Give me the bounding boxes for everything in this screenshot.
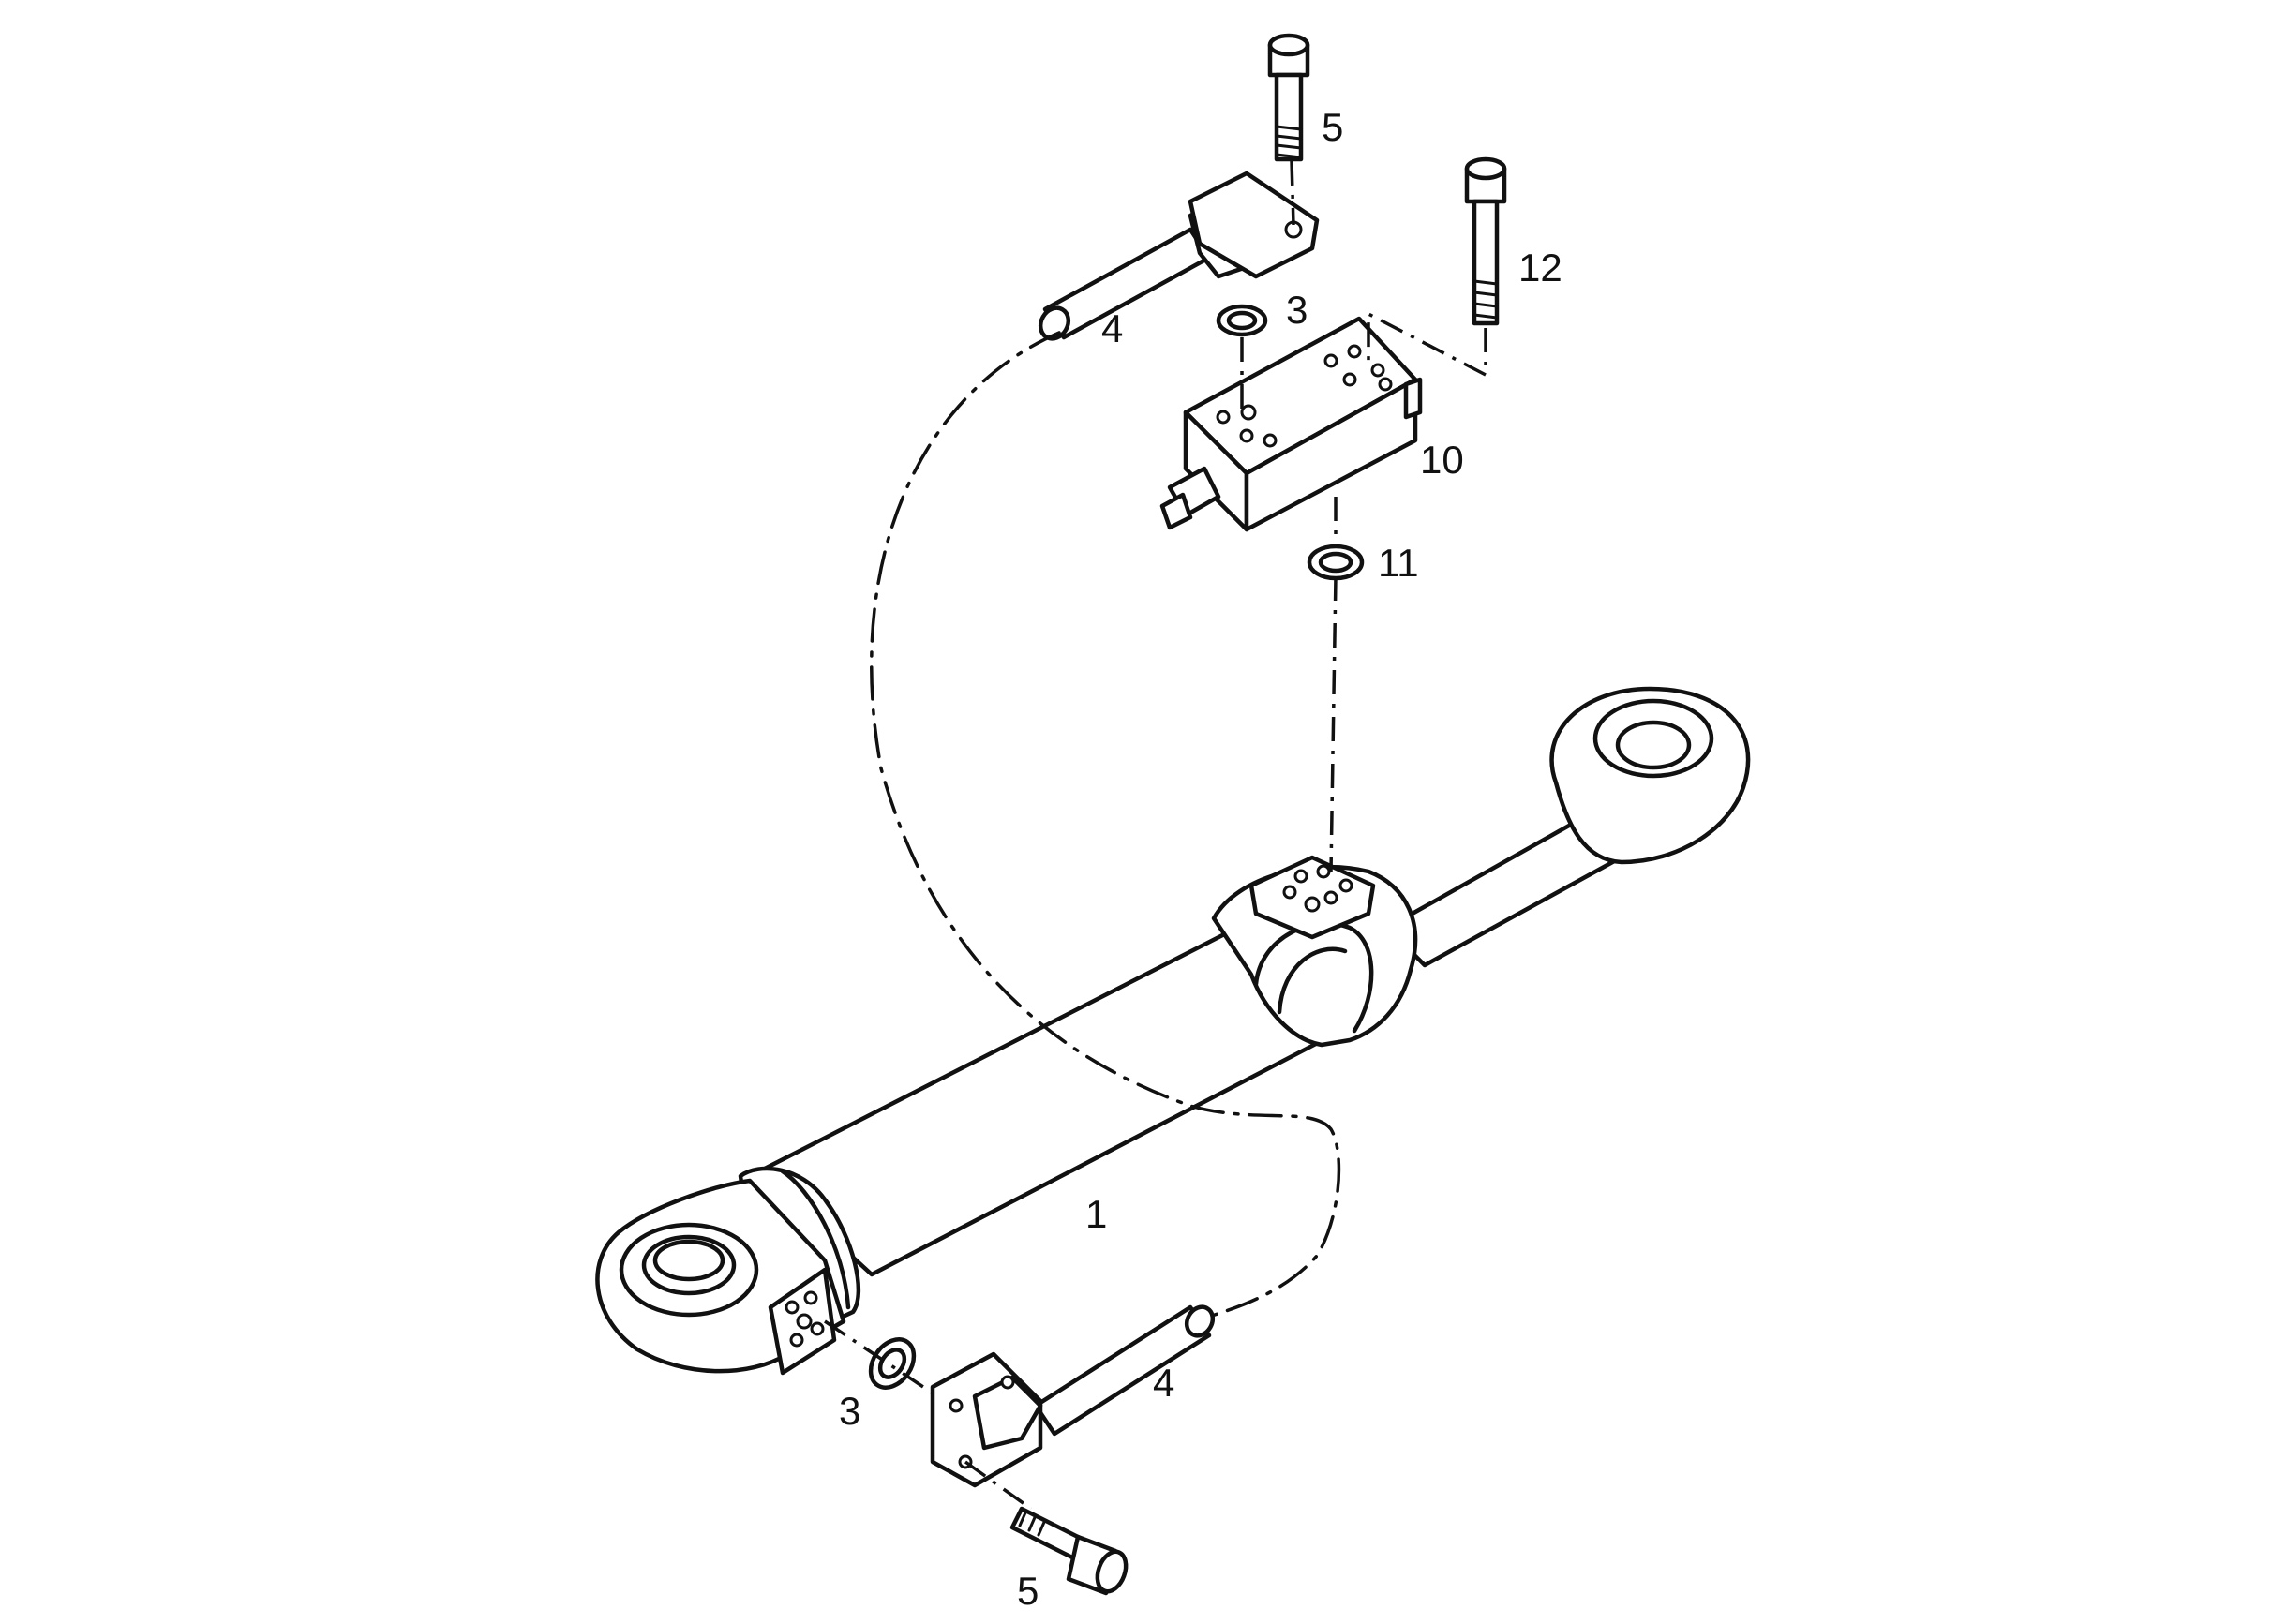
seal-ring-valve: 11	[1307, 541, 1419, 585]
pipe-bottom: 4	[930, 1304, 1216, 1488]
callout-5-bottom: 5	[1017, 1569, 1039, 1613]
callout-11: 11	[1378, 541, 1419, 585]
valve-block: 10	[1159, 316, 1464, 532]
callout-4-top: 4	[1101, 306, 1123, 350]
callout-4-bottom: 4	[1153, 1361, 1174, 1405]
callout-3-bottom: 3	[839, 1389, 860, 1433]
callout-5-top: 5	[1322, 105, 1343, 149]
callout-10: 10	[1420, 438, 1464, 482]
seal-ring-top: 3	[1216, 288, 1308, 337]
assembly-centerlines	[824, 160, 1487, 1511]
hydraulic-cylinder: 1	[595, 686, 1751, 1376]
screw-top: 5	[1267, 33, 1343, 162]
callout-12: 12	[1518, 246, 1562, 290]
screw-bottom: 5	[1009, 1506, 1129, 1613]
callout-1: 1	[1085, 1192, 1107, 1236]
pipe-top: 4	[1038, 171, 1320, 350]
long-screw: 12	[1464, 156, 1562, 326]
callout-3-top: 3	[1286, 288, 1308, 332]
seal-ring-bottom: 3	[839, 1337, 917, 1433]
